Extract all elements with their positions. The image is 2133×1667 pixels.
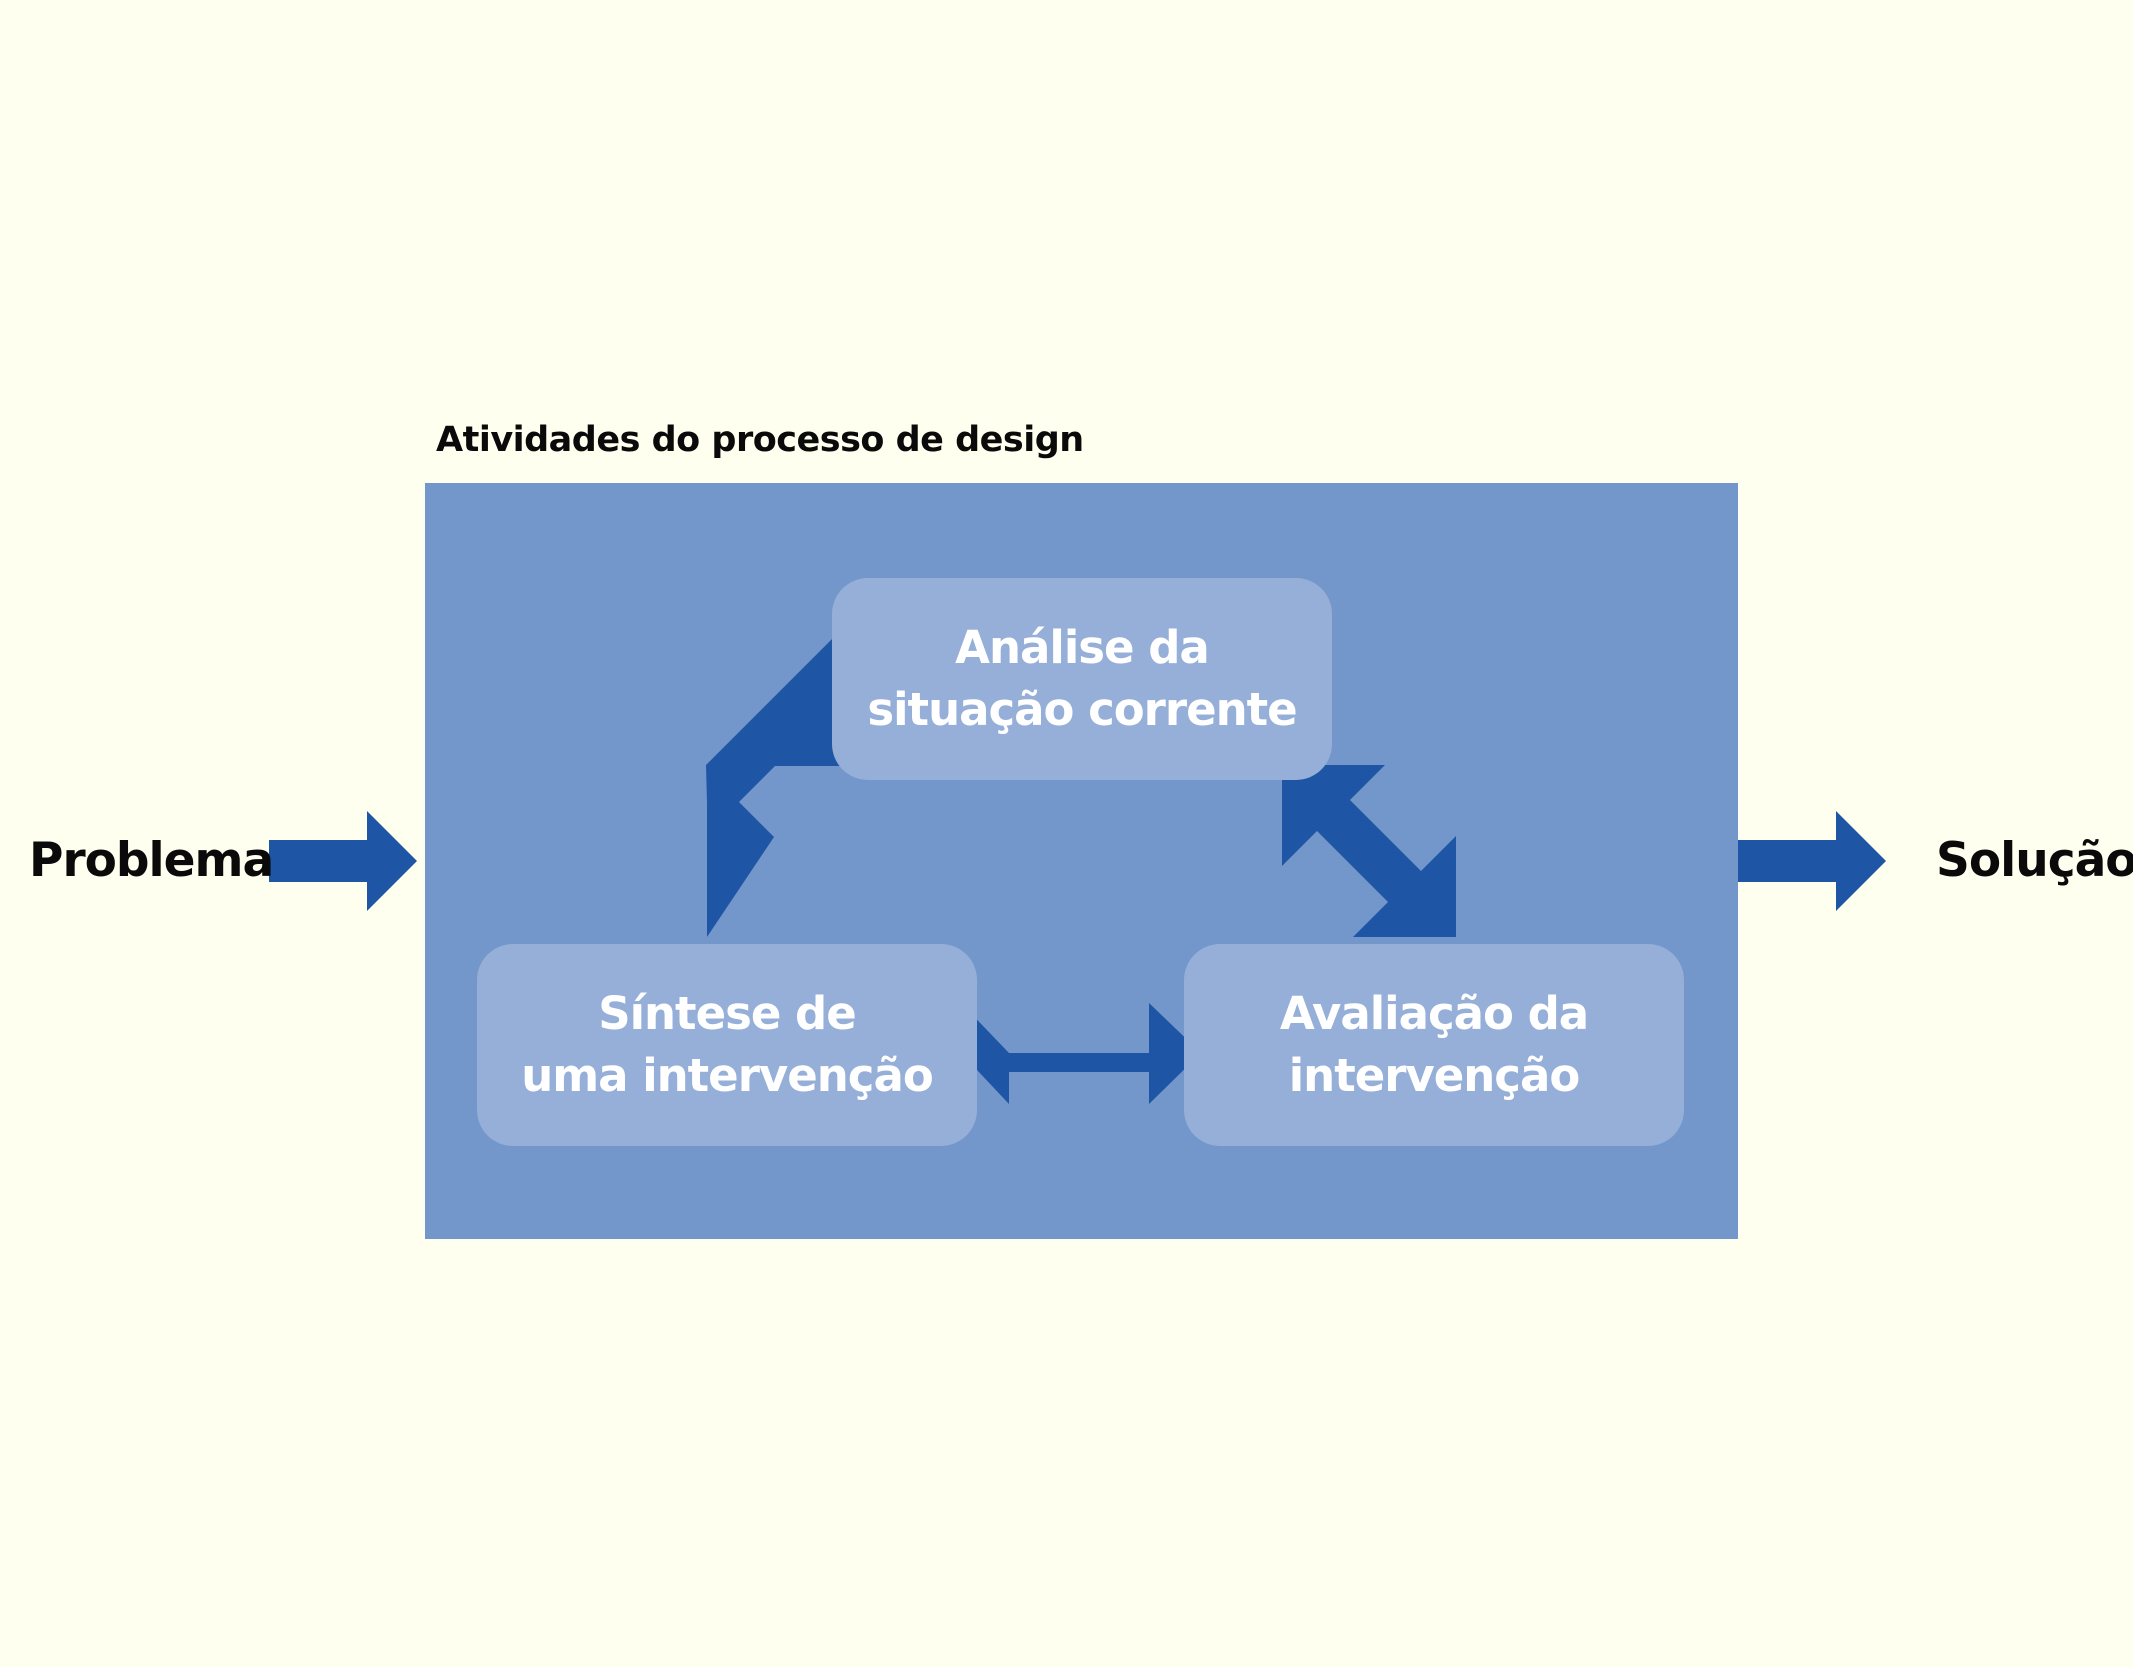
synthesis-evaluation-arrow — [961, 1003, 1201, 1104]
node-evaluation: Avaliação da intervenção — [1184, 944, 1684, 1146]
node-analysis: Análise da situação corrente — [832, 578, 1332, 780]
node-synthesis-text: Síntese de uma intervenção — [521, 983, 933, 1107]
input-label-problem: Problema — [29, 833, 274, 888]
output-arrow — [1738, 811, 1886, 911]
node-evaluation-line2: intervenção — [1288, 1049, 1581, 1102]
analysis-evaluation-arrow — [1282, 765, 1456, 937]
node-evaluation-line1: Avaliação da — [1279, 987, 1589, 1040]
node-synthesis-line2: uma intervenção — [521, 1049, 933, 1102]
node-evaluation-text: Avaliação da intervenção — [1279, 983, 1589, 1107]
node-synthesis-line1: Síntese de — [598, 987, 857, 1040]
node-analysis-text: Análise da situação corrente — [867, 617, 1297, 741]
output-label-solution: Solução — [1936, 833, 2133, 888]
node-analysis-line1: Análise da — [955, 621, 1210, 674]
input-arrow — [269, 811, 417, 911]
node-analysis-line2: situação corrente — [867, 683, 1297, 736]
frame-title: Atividades do processo de design — [436, 420, 1084, 460]
node-synthesis: Síntese de uma intervenção — [477, 944, 977, 1146]
